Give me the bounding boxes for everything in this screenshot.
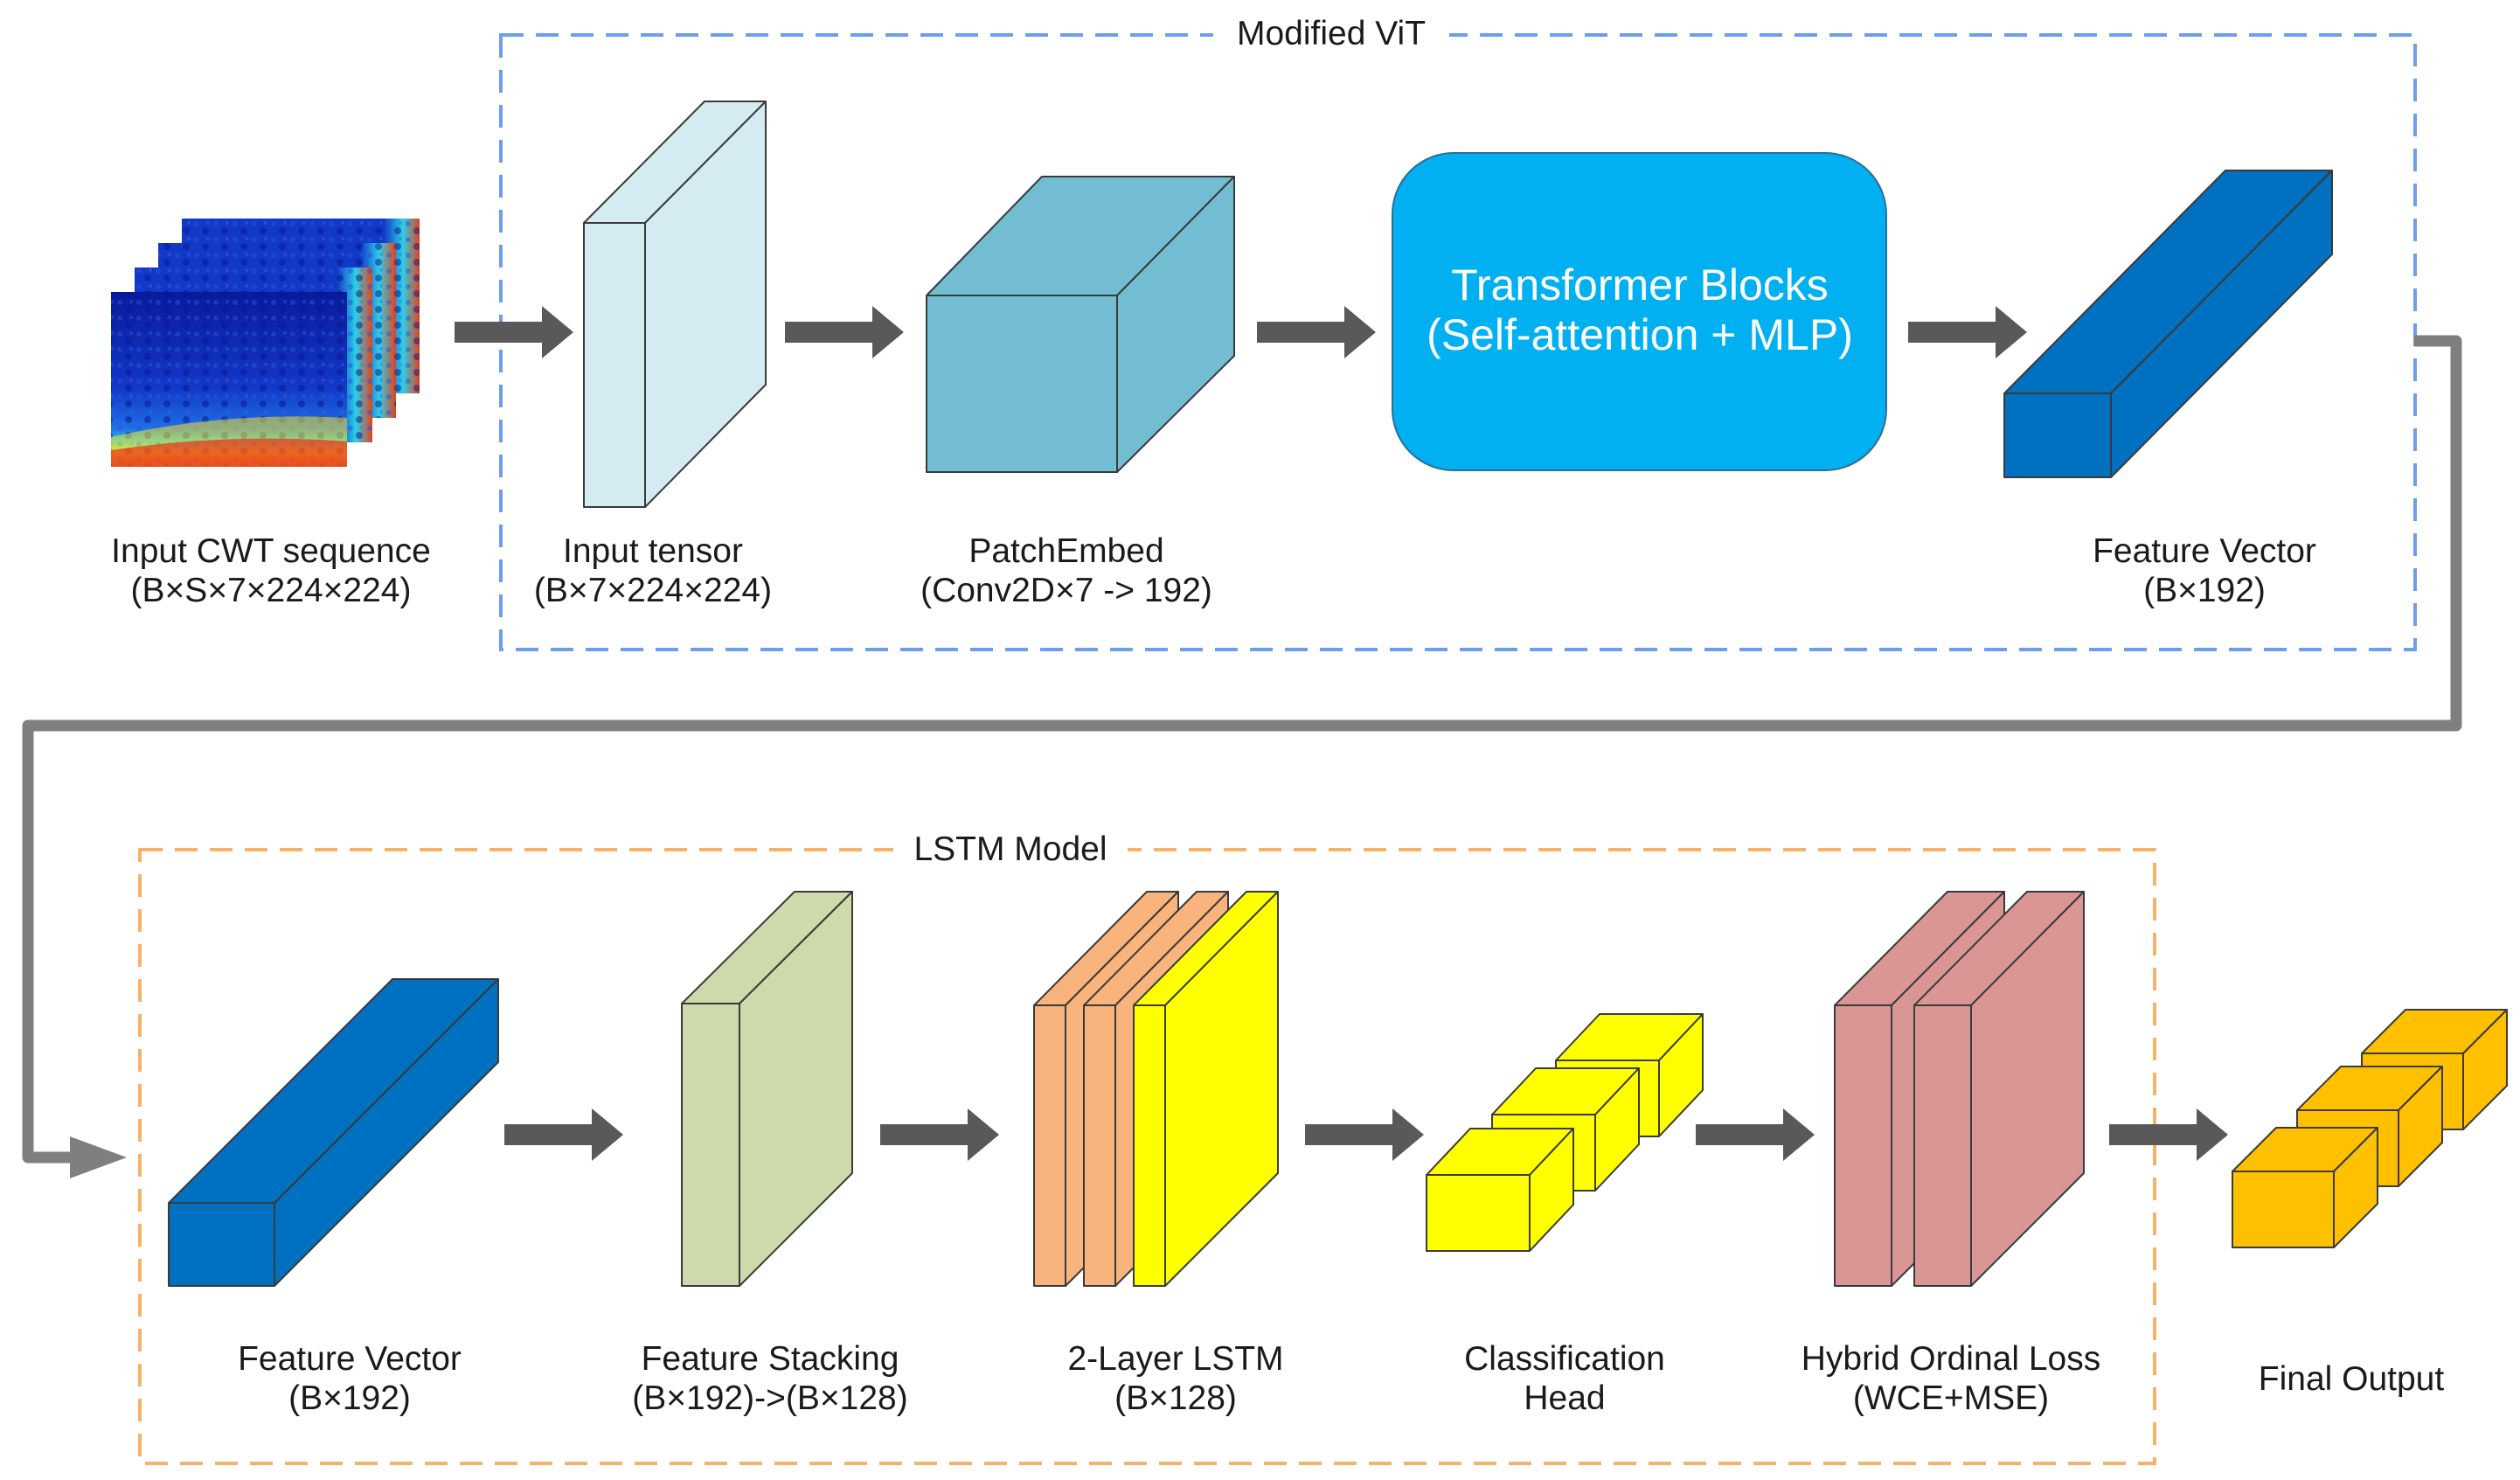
cwt-spectrogram-stack bbox=[111, 219, 420, 467]
label-patch-embed-detail: (Conv2D×7 -> 192) bbox=[920, 572, 1212, 609]
input-tensor-block bbox=[583, 101, 767, 508]
label-transformer-blocks: Transformer Blocks bbox=[1451, 261, 1829, 309]
arrow-classification-to-loss bbox=[1696, 1108, 1815, 1161]
label-transformer-detail: (Self-attention + MLP) bbox=[1427, 310, 1853, 359]
arrow-tensor-to-patchembed bbox=[785, 306, 904, 358]
group-lstm-model: LSTM Model bbox=[138, 829, 2156, 1465]
label-classification-head: Head bbox=[1524, 1379, 1605, 1417]
label-2-layer-lstm: 2-Layer LSTM bbox=[1067, 1340, 1283, 1378]
loss-layer-2 bbox=[1913, 891, 2085, 1287]
feature-vector-bottom-block bbox=[168, 978, 499, 1287]
label-input-tensor: Input tensor bbox=[563, 532, 743, 570]
label-2-layer-lstm-shape: (B×128) bbox=[1114, 1379, 1237, 1417]
label-feature-vector-top-shape: (B×192) bbox=[2143, 572, 2266, 609]
label-patch-embed: PatchEmbed bbox=[968, 532, 1163, 570]
arrow-lstm-to-classification bbox=[1305, 1108, 1424, 1161]
label-final-output: Final Output bbox=[2259, 1360, 2445, 1398]
class-cube-front bbox=[1426, 1128, 1574, 1252]
arrow-patchembed-to-transformer bbox=[1257, 306, 1376, 358]
arrow-cwt-to-tensor bbox=[455, 306, 573, 358]
final-output-cubes bbox=[2232, 1009, 2508, 1248]
label-classification: Classification bbox=[1464, 1340, 1665, 1378]
flow-arrows bbox=[455, 306, 2228, 1161]
patch-embed-block bbox=[926, 176, 1235, 473]
label-hybrid-loss-detail: (WCE+MSE) bbox=[1853, 1379, 2049, 1417]
arrow-transformer-to-feature bbox=[1908, 306, 2027, 358]
label-feature-vector-bottom: Feature Vector bbox=[238, 1340, 462, 1378]
label-feature-stacking-shape: (B×192)->(B×128) bbox=[632, 1379, 907, 1417]
arrow-stacking-to-lstm bbox=[880, 1108, 999, 1161]
lstm-layers-block bbox=[1033, 891, 1279, 1287]
group-label-modified-vit: Modified ViT bbox=[1237, 15, 1426, 52]
label-feature-vector-top: Feature Vector bbox=[2093, 532, 2316, 570]
lstm-layer-3 bbox=[1133, 891, 1279, 1287]
output-cube-front bbox=[2232, 1127, 2378, 1248]
label-feature-stacking: Feature Stacking bbox=[642, 1340, 899, 1378]
arrow-loss-to-output bbox=[2109, 1108, 2228, 1161]
label-input-cwt-sequence: Input CWT sequence bbox=[111, 532, 431, 570]
hybrid-loss-block bbox=[1834, 891, 2085, 1287]
row-connector bbox=[22, 335, 2462, 1178]
label-input-cwt-shape: (B×S×7×224×224) bbox=[131, 572, 412, 609]
label-feature-vector-bottom-shape: (B×192) bbox=[288, 1379, 411, 1417]
label-hybrid-ordinal-loss: Hybrid Ordinal Loss bbox=[1801, 1340, 2100, 1378]
classification-head-cubes bbox=[1426, 1013, 1704, 1252]
label-input-tensor-shape: (B×7×224×224) bbox=[534, 572, 772, 609]
group-label-lstm-model: LSTM Model bbox=[913, 830, 1107, 868]
arrow-feature-to-stacking bbox=[504, 1108, 623, 1161]
feature-vector-top-block bbox=[2003, 170, 2333, 478]
feature-stacking-block bbox=[681, 891, 853, 1287]
cwt-frame-1 bbox=[111, 292, 347, 467]
transformer-blocks: Transformer Blocks (Self-attention + MLP… bbox=[1392, 152, 1887, 471]
